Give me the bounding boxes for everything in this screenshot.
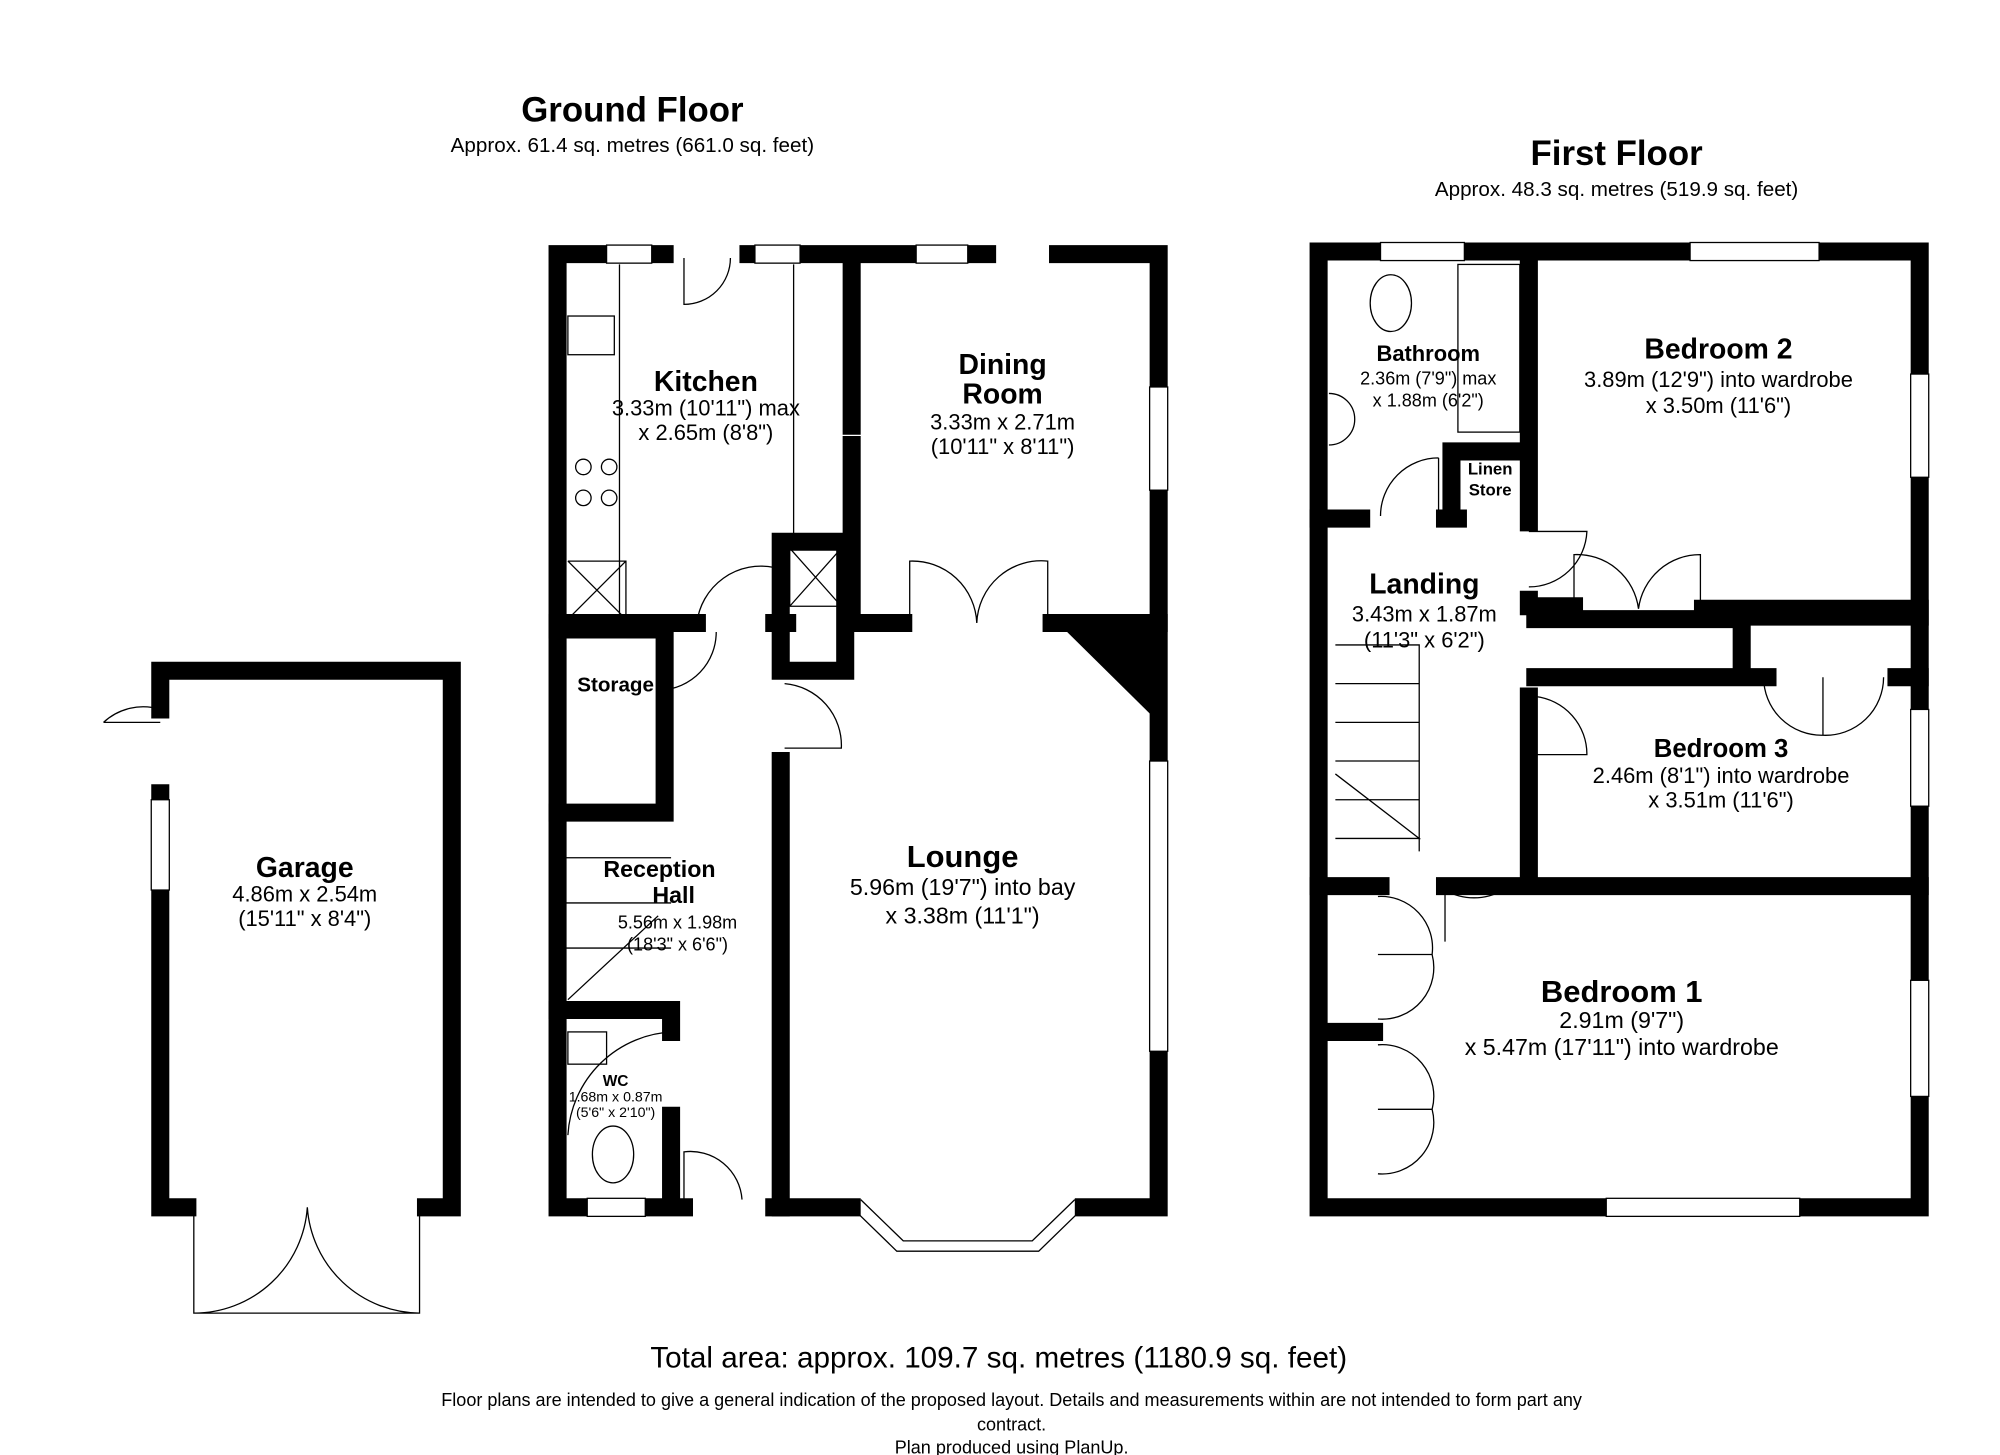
svg-text:(18'3" x 6'6"): (18'3" x 6'6") [627, 935, 728, 955]
svg-text:4.86m x 2.54m: 4.86m x 2.54m [232, 882, 377, 907]
svg-text:2.46m (8'1") into wardrobe: 2.46m (8'1") into wardrobe [1593, 763, 1850, 788]
svg-text:Hall: Hall [652, 882, 695, 908]
room-wc: WC 1.68m x 0.87m (5'6" x 2'10") [569, 1073, 663, 1121]
room-landing: Landing 3.43m x 1.87m (11'3" x 6'2") [1352, 568, 1497, 652]
svg-text:2.91m (9'7"): 2.91m (9'7") [1559, 1007, 1684, 1033]
svg-text:(5'6" x 2'10"): (5'6" x 2'10") [576, 1105, 655, 1121]
ground-floor-area: Approx. 61.4 sq. metres (661.0 sq. feet) [451, 134, 814, 157]
svg-text:3.33m x 2.71m: 3.33m x 2.71m [930, 410, 1075, 435]
room-garage: Garage 4.86m x 2.54m (15'11" x 8'4") [232, 852, 377, 931]
svg-text:3.89m (12'9") into wardrobe: 3.89m (12'9") into wardrobe [1584, 367, 1853, 392]
svg-text:x 3.38m (11'1"): x 3.38m (11'1") [886, 903, 1040, 929]
svg-text:Storage: Storage [577, 673, 654, 696]
svg-text:Garage: Garage [256, 852, 354, 884]
svg-text:Bathroom: Bathroom [1377, 341, 1480, 366]
svg-text:Linen: Linen [1468, 460, 1513, 479]
svg-text:x 2.65m (8'8"): x 2.65m (8'8") [638, 420, 773, 445]
disclaimer-line-3: Plan produced using PlanUp. [895, 1438, 1129, 1455]
svg-text:WC: WC [603, 1073, 629, 1090]
svg-text:2.36m (7'9") max: 2.36m (7'9") max [1360, 368, 1496, 388]
disclaimer-line-2: contract. [977, 1414, 1046, 1434]
disclaimer-line-1: Floor plans are intended to give a gener… [441, 1390, 1582, 1410]
svg-text:x 5.47m (17'11") into wardrobe: x 5.47m (17'11") into wardrobe [1465, 1034, 1779, 1060]
room-lounge: Lounge 5.96m (19'7") into bay x 3.38m (1… [850, 839, 1076, 929]
first-floor-title: First Floor [1531, 134, 1704, 173]
ground-floor-title: Ground Floor [521, 90, 744, 129]
svg-text:Bedroom 3: Bedroom 3 [1654, 735, 1789, 763]
room-linen-store: Linen Store [1468, 460, 1513, 500]
svg-text:Lounge: Lounge [907, 839, 1019, 874]
svg-text:x 3.51m (11'6"): x 3.51m (11'6") [1648, 787, 1793, 812]
room-bedroom-2: Bedroom 2 3.89m (12'9") into wardrobe x … [1584, 334, 1853, 418]
svg-text:x 1.88m (6'2"): x 1.88m (6'2") [1373, 390, 1484, 410]
room-bedroom-3: Bedroom 3 2.46m (8'1") into wardrobe x 3… [1593, 735, 1850, 812]
svg-text:3.43m x 1.87m: 3.43m x 1.87m [1352, 602, 1497, 627]
room-bedroom-1: Bedroom 1 2.91m (9'7") x 5.47m (17'11") … [1465, 974, 1779, 1060]
svg-text:1.68m x 0.87m: 1.68m x 0.87m [569, 1090, 663, 1106]
svg-text:Bedroom 2: Bedroom 2 [1644, 334, 1792, 366]
svg-text:Store: Store [1469, 480, 1512, 499]
svg-text:Room: Room [962, 379, 1042, 411]
room-kitchen: Kitchen 3.33m (10'11") max x 2.65m (8'8"… [612, 366, 800, 445]
room-dining-room: Dining Room 3.33m x 2.71m (10'11" x 8'11… [930, 349, 1075, 459]
svg-text:Reception: Reception [603, 856, 715, 882]
svg-text:x 3.50m (11'6"): x 3.50m (11'6") [1646, 393, 1791, 418]
svg-text:Kitchen: Kitchen [654, 366, 758, 398]
ground-floor-walls [548, 244, 1169, 1252]
room-bathroom: Bathroom 2.36m (7'9") max x 1.88m (6'2") [1360, 341, 1496, 410]
svg-text:(11'3" x 6'2"): (11'3" x 6'2") [1364, 628, 1485, 653]
room-reception-hall: Reception Hall 5.56m x 1.98m (18'3" x 6'… [603, 856, 737, 955]
first-floor-area: Approx. 48.3 sq. metres (519.9 sq. feet) [1435, 178, 1798, 201]
first-floor-walls [1309, 241, 1930, 1218]
svg-text:5.56m x 1.98m: 5.56m x 1.98m [618, 913, 737, 933]
svg-text:(15'11" x 8'4"): (15'11" x 8'4") [238, 906, 371, 931]
svg-text:Dining: Dining [958, 349, 1046, 381]
total-area: Total area: approx. 109.7 sq. metres (11… [650, 1341, 1347, 1374]
room-storage: Storage [577, 673, 654, 696]
garage-walls [103, 661, 461, 1314]
svg-text:(10'11" x 8'11"): (10'11" x 8'11") [931, 434, 1075, 459]
svg-text:Bedroom 1: Bedroom 1 [1541, 974, 1703, 1009]
svg-text:Landing: Landing [1369, 568, 1479, 600]
svg-text:3.33m (10'11") max: 3.33m (10'11") max [612, 395, 800, 420]
svg-text:5.96m (19'7") into bay: 5.96m (19'7") into bay [850, 874, 1076, 900]
